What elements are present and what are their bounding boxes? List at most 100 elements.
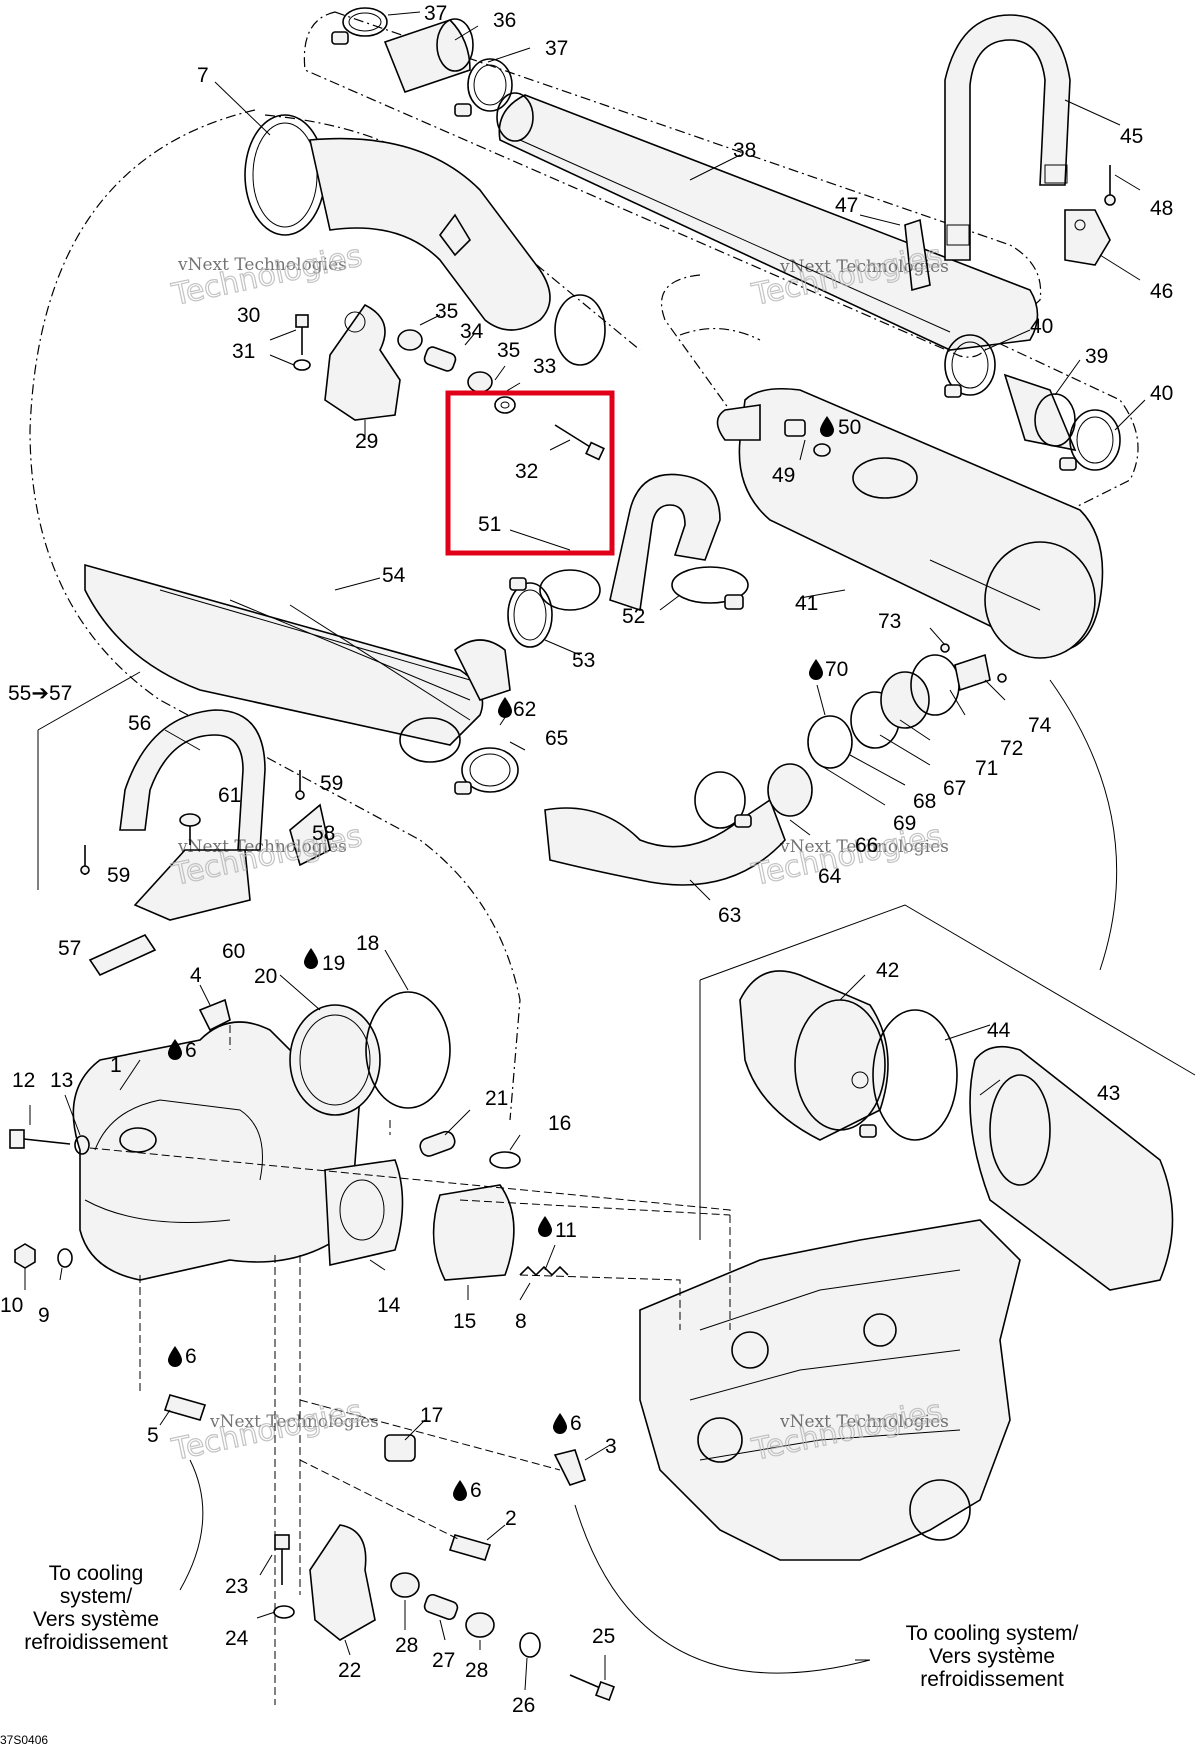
part-label: 41 <box>795 592 818 615</box>
part-label: 6 <box>470 1479 482 1502</box>
oil-drop-icon <box>453 1480 467 1501</box>
bolt-32 <box>554 424 605 461</box>
part-label: 37 <box>545 37 568 60</box>
part-label: 2 <box>505 1507 517 1530</box>
part-label: 60 <box>222 940 245 963</box>
part-label: 66 <box>855 834 878 857</box>
part-label: 69 <box>893 812 916 835</box>
oil-drop-icon <box>168 1039 182 1060</box>
part-label: 31 <box>232 340 255 363</box>
part-label: 59 <box>107 864 130 887</box>
part-label: 25 <box>592 1625 615 1648</box>
part-label: 12 <box>12 1069 35 1092</box>
plate-57 <box>88 933 157 977</box>
part-label: 26 <box>512 1694 535 1717</box>
watermark-text: Technologies <box>168 819 365 894</box>
part-label: 74 <box>1028 714 1052 737</box>
clamp-37-upper <box>331 7 388 45</box>
part-label: 3 <box>605 1435 617 1458</box>
tab-74 <box>954 653 991 692</box>
drawing-code: 37S0406 <box>0 1733 48 1747</box>
drop-icons <box>168 416 834 1501</box>
oil-drop-icon <box>820 416 834 437</box>
oil-drop-icon <box>498 697 512 718</box>
part-label: 20 <box>254 965 277 988</box>
washer-50 <box>813 443 831 457</box>
screw-73 <box>940 643 1007 683</box>
cooling-note-right: To cooling system/ Vers système refroidi… <box>906 1622 1079 1691</box>
part-label: 54 <box>382 564 406 587</box>
fitting-5 <box>163 1394 207 1421</box>
strap-45 <box>944 14 1071 261</box>
hose-36 <box>383 18 474 94</box>
part-label: 34 <box>460 320 484 343</box>
part-label: 6 <box>185 1345 197 1368</box>
part-label: 13 <box>50 1069 73 1092</box>
part-label: 39 <box>1085 345 1108 368</box>
part-label: 1 <box>110 1054 122 1077</box>
part-label: 7 <box>197 64 209 87</box>
bolt-12 <box>9 1129 71 1149</box>
part-label: 32 <box>515 460 538 483</box>
part-label: 36 <box>493 9 516 32</box>
part-label: 42 <box>876 959 899 982</box>
fastener-61 <box>179 813 201 845</box>
part-label: 61 <box>218 784 241 807</box>
inset-panel <box>699 904 1196 1240</box>
valve-15 <box>432 1184 515 1281</box>
sleeve-27 <box>423 1593 459 1621</box>
part-label: 62 <box>513 698 536 721</box>
part-label: 17 <box>420 1404 443 1427</box>
clamp-40a <box>944 334 996 398</box>
watermark-text: vNext Technologies <box>177 837 347 857</box>
exhaust-manifold-1 <box>72 1021 361 1281</box>
part-label: 64 <box>818 865 842 888</box>
bushing-35a <box>397 329 423 351</box>
watermark-text: vNext Technologies <box>779 257 949 277</box>
clamp-65 <box>454 747 519 795</box>
hose-63 <box>544 798 786 886</box>
part-label: 63 <box>718 904 741 927</box>
oil-drop-icon <box>809 659 823 680</box>
part-label: 40 <box>1150 382 1173 405</box>
part-label: 73 <box>878 610 901 633</box>
rivet-48 <box>1104 165 1116 206</box>
part-label: 28 <box>465 1659 488 1682</box>
oil-drop-icon <box>168 1346 182 1367</box>
part-label: 19 <box>322 952 345 975</box>
fitting-49 <box>784 419 806 437</box>
watermark-text: vNext Technologies <box>779 1412 949 1432</box>
washer-26 <box>519 1632 541 1658</box>
bushing-28a <box>390 1572 420 1598</box>
clamp-64 <box>694 771 752 829</box>
part-label: 11 <box>555 1219 577 1242</box>
hose-51 <box>539 473 721 612</box>
note-line: system/ <box>60 1585 133 1608</box>
clamp-37-lower <box>454 58 513 117</box>
muffler-body-42 <box>739 970 889 1141</box>
part-label: 23 <box>225 1575 248 1598</box>
label-leaders <box>24 11 1146 1691</box>
clamp-40b <box>1059 409 1121 471</box>
part-label: 37 <box>424 2 447 25</box>
cap-17 <box>384 1434 416 1462</box>
exhaust-tube-38 <box>496 92 1039 351</box>
part-label: 49 <box>772 464 795 487</box>
oil-drop-icon <box>553 1413 567 1434</box>
washer-31 <box>293 359 311 371</box>
part-label: 30 <box>237 304 260 327</box>
part-label: 55➔57 <box>8 682 72 705</box>
bracket-22 <box>309 1524 376 1641</box>
part-label: 29 <box>355 430 378 453</box>
part-label: 52 <box>622 605 645 628</box>
strap-56 <box>119 709 266 851</box>
tailpipe-39 <box>1003 373 1077 452</box>
exhaust-pipe-54 <box>84 563 511 763</box>
part-label: 40 <box>1030 315 1053 338</box>
part-label: 6 <box>185 1039 197 1062</box>
rivet-59a <box>295 770 305 800</box>
part-label: 71 <box>975 757 998 780</box>
part-label: 47 <box>835 194 858 217</box>
part-label: 38 <box>733 139 756 162</box>
